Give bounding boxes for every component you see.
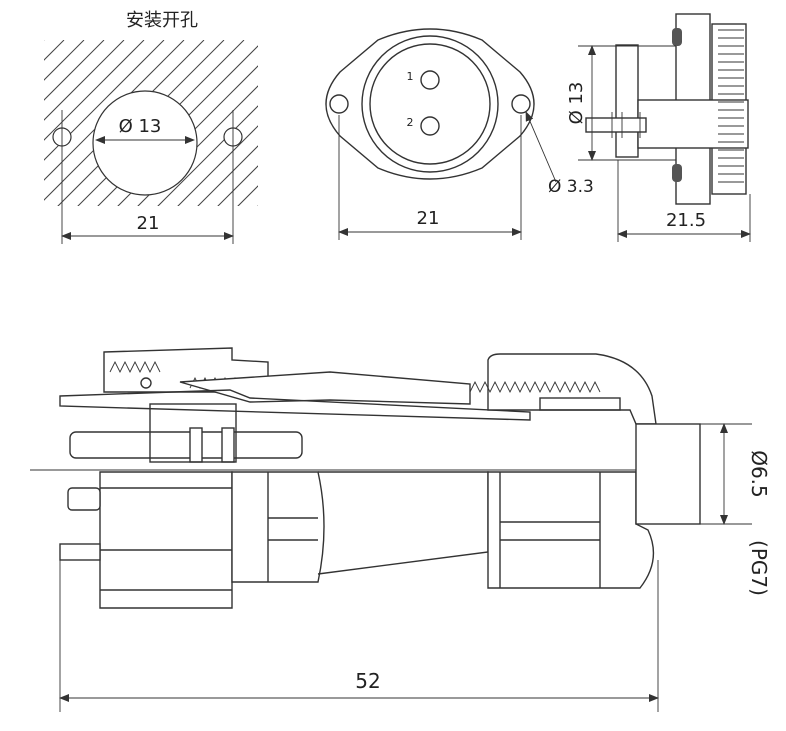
front-mount-hole-left xyxy=(329,94,349,114)
side-length-label: 21.5 xyxy=(666,210,706,231)
gland-nut-bottom xyxy=(487,471,655,589)
front-mount-hole-right xyxy=(511,94,531,114)
hatch-line xyxy=(44,40,125,121)
hatch-line xyxy=(44,40,185,181)
cutout-center-hole xyxy=(92,90,198,196)
cutout-width-label: 21 xyxy=(137,213,160,234)
side-oring-bottom xyxy=(672,164,682,182)
side-knurl xyxy=(718,29,744,183)
gland-teeth xyxy=(469,380,601,394)
front-pin-1 xyxy=(420,70,440,90)
gland-size-label: (PG7) xyxy=(747,540,771,596)
front-view: 1 2 21 Ø 3.3 xyxy=(325,28,594,240)
cutout-title: 安装开孔 xyxy=(126,10,198,31)
mount-hole-leader xyxy=(525,111,557,183)
hatch-line xyxy=(44,40,85,81)
side-oring-top xyxy=(672,28,682,46)
gland-tooth-row xyxy=(469,380,601,394)
total-length-label: 52 xyxy=(355,669,380,693)
hatch-line xyxy=(0,40,24,240)
assembly-view: Ø6.5 (PG7) 52 xyxy=(30,347,771,712)
front-flange xyxy=(325,28,535,180)
cutout-diameter-label: Ø 13 xyxy=(119,116,162,137)
mount-hole-label: Ø 3.3 xyxy=(548,177,594,197)
hatch-line xyxy=(44,40,45,41)
cable xyxy=(635,423,701,525)
side-view: Ø 13 21.5 xyxy=(566,13,751,242)
hatch-line xyxy=(44,40,105,101)
hatch-line xyxy=(44,40,145,141)
front-pin-2 xyxy=(420,116,440,136)
front-width-label: 21 xyxy=(417,208,440,229)
front-pin-1-label: 1 xyxy=(407,70,414,83)
coupling-tooth-row xyxy=(109,360,161,374)
panel-cutout-view: 安装开孔 21 Ø 13 xyxy=(0,10,258,244)
main-housing xyxy=(99,471,233,609)
cable-diameter-label: Ø6.5 xyxy=(747,450,771,498)
front-pin-2-label: 2 xyxy=(407,116,414,129)
side-diameter-label: Ø 13 xyxy=(566,82,587,125)
